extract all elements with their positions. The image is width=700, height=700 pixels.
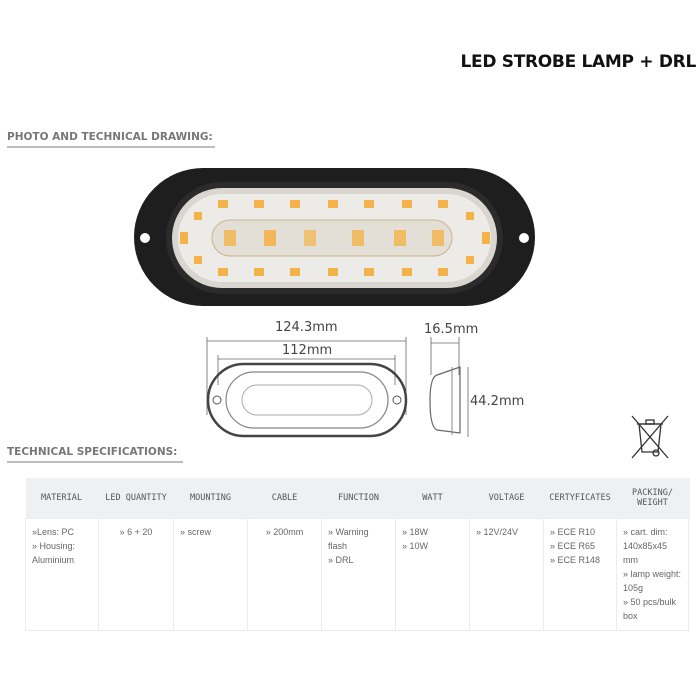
cell-line: » DRL — [328, 555, 354, 565]
weee-bin-icon — [631, 415, 669, 459]
cell-line: flash — [328, 541, 348, 551]
dim-depth: 16.5mm — [424, 322, 479, 337]
col-cable: CABLE — [247, 478, 323, 519]
cell-line: 105g — [623, 583, 644, 593]
dim-height: 44.2mm — [470, 394, 525, 409]
technical-drawing — [206, 337, 469, 438]
cell-line: Aluminium — [32, 555, 75, 565]
cell-voltage: » 12V/24V — [469, 518, 544, 631]
cell-packing-weight: » cart. dim: 140x85x45 mm » lamp weight:… — [616, 518, 689, 631]
col-mounting: MOUNTING — [173, 478, 249, 519]
cell-line: » 50 pcs/bulk — [623, 597, 677, 607]
spec-table: MATERIAL LED QUANTITY MOUNTING CABLE FUN… — [25, 478, 690, 631]
dim-overall-length: 124.3mm — [275, 320, 338, 335]
cell-material: »Lens: PC » Housing: Aluminium — [25, 518, 99, 631]
col-watt: WATT — [395, 478, 471, 519]
cell-line: » ECE R10 — [550, 527, 596, 537]
cell-line: » 10W — [402, 541, 429, 551]
cell-cable: » 200mm — [247, 518, 322, 631]
section-heading-photo: PHOTO AND TECHNICAL DRAWING: — [7, 131, 215, 148]
cell-line: » screw — [180, 527, 212, 537]
cell-line: » Housing: — [32, 541, 76, 551]
cell-led-quantity: » 6 + 20 — [98, 518, 174, 631]
cell-line: » 12V/24V — [476, 527, 519, 537]
cell-function: » Warning flash » DRL — [321, 518, 396, 631]
cell-line: » cart. dim: — [623, 527, 668, 537]
cell-line: 140x85x45 mm — [623, 541, 668, 565]
col-certificates: CERTYFICATES — [543, 478, 618, 519]
cell-line: » 200mm — [265, 527, 304, 537]
page-title: LED STROBE LAMP + DRL — [460, 52, 696, 72]
col-voltage: VOLTAGE — [469, 478, 545, 519]
cell-line: » ECE R148 — [550, 555, 601, 565]
cell-certificates: » ECE R10 » ECE R65 » ECE R148 — [543, 518, 617, 631]
dim-mounting-distance: 112mm — [282, 343, 333, 358]
table-row: »Lens: PC » Housing: Aluminium » 6 + 20 … — [25, 518, 689, 631]
cell-watt: » 18W » 10W — [395, 518, 470, 631]
cell-line: »Lens: PC — [32, 527, 75, 537]
cell-mounting: » screw — [173, 518, 248, 631]
table-header-row: MATERIAL LED QUANTITY MOUNTING CABLE FUN… — [25, 478, 690, 519]
cell-line: » Warning — [328, 527, 369, 537]
col-led-quantity: LED QUANTITY — [98, 478, 175, 519]
col-material: MATERIAL — [25, 478, 100, 519]
col-packing-weight: PACKING/ WEIGHT — [616, 478, 690, 519]
led-lamp-photo — [134, 168, 535, 306]
section-heading-specs: TECHNICAL SPECIFICATIONS: — [7, 446, 183, 463]
cell-line: » 18W — [402, 527, 429, 537]
cell-line: » ECE R65 — [550, 541, 596, 551]
col-function: FUNCTION — [321, 478, 397, 519]
cell-line: » lamp weight: — [623, 569, 682, 579]
cell-line: » 6 + 20 — [119, 527, 153, 537]
cell-line: box — [623, 611, 638, 621]
